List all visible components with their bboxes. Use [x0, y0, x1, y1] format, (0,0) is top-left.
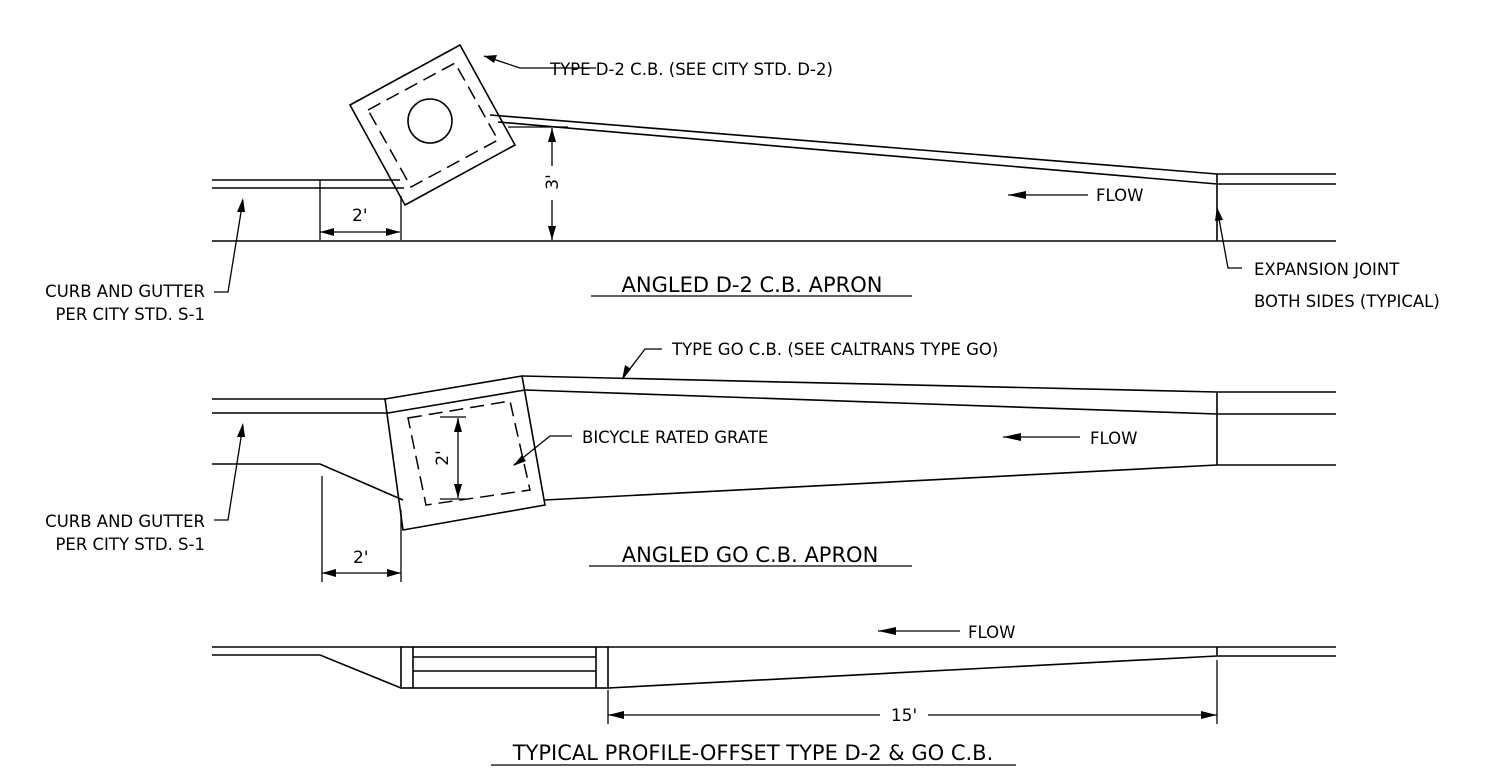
go-cb-leader-arrow — [622, 365, 631, 380]
profile-view: FLOW 15' TYPICAL PROFILE-OFFSET TYPE D-2… — [212, 623, 1336, 766]
go-apron-view: 2' 2' FLOW TYPE GO C.B. (SEE CALTRANS TY… — [45, 340, 1336, 582]
go-cb-leader — [622, 348, 662, 379]
d2-joint-leader-arrow — [1215, 207, 1223, 221]
d2-apron-line-top — [489, 114, 1218, 175]
d2-curb-leader-arrow — [237, 198, 245, 212]
d2-apron-line-bottom — [497, 121, 1218, 185]
d2-cb-leader — [483, 55, 596, 69]
d2-curb-label-line2: PER CITY STD. S-1 — [55, 305, 205, 324]
profile-apron-bottom — [607, 655, 1218, 689]
profile-dim-arrow-right — [1201, 711, 1217, 719]
d2-catch-basin-opening — [407, 98, 453, 144]
go-apron-line-mid — [524, 389, 1218, 415]
d2-flow-label: FLOW — [1096, 186, 1143, 205]
d2-dim-horizontal-label: 2' — [352, 206, 368, 226]
d2-dim-vertical-label: 3' — [543, 174, 563, 190]
d2-curb-leader — [214, 199, 244, 293]
profile-left-line-bottom — [212, 654, 402, 689]
d2-dim2-arrow-left — [320, 228, 334, 236]
d2-cb-leader-arrow — [484, 55, 497, 63]
go-grate-leader-arrow — [513, 455, 526, 466]
go-grate-label: BICYCLE RATED GRATE — [582, 428, 768, 447]
d2-dim3-arrow-top — [548, 128, 556, 142]
d2-view-title: ANGLED D-2 C.B. APRON — [622, 273, 883, 297]
profile-view-title: TYPICAL PROFILE-OFFSET TYPE D-2 & GO C.B… — [512, 741, 994, 765]
d2-catch-basin-label: TYPE D-2 C.B. (SEE CITY STD. D-2) — [549, 60, 833, 79]
go-dim2-arrow-right — [387, 569, 401, 577]
d2-joint-label-line1: EXPANSION JOINT — [1254, 260, 1400, 279]
go-curb-label-line2: PER CITY STD. S-1 — [55, 535, 205, 554]
go-grate-dim-arrow-bot — [454, 484, 462, 498]
d2-joint-leader — [1216, 207, 1242, 269]
go-catch-basin-outline — [384, 375, 546, 531]
profile-dim-arrow-left — [608, 711, 624, 719]
go-catch-basin-inner-top — [387, 389, 526, 414]
go-view-title: ANGLED GO C.B. APRON — [622, 543, 879, 567]
go-curb-leader-arrow — [237, 423, 245, 437]
go-curb-label-line1: CURB AND GUTTER — [45, 512, 205, 531]
profile-flow-arrowhead — [878, 627, 896, 635]
d2-joint-label-line2: BOTH SIDES (TYPICAL) — [1254, 292, 1440, 311]
go-dim2-arrow-left — [322, 569, 336, 577]
go-dim-grate-label: 2' — [433, 450, 453, 466]
go-apron-line-bottom — [544, 464, 1218, 501]
d2-dim2-arrow-right — [386, 228, 400, 236]
go-flow-arrowhead — [1003, 433, 1021, 441]
profile-basin-outer — [400, 646, 609, 689]
d2-catch-basin-inner-dashed — [366, 61, 500, 189]
d2-catch-basin-outline — [348, 43, 517, 207]
go-grate-dim-arrow-top — [454, 418, 462, 432]
profile-dim-length-label: 15' — [891, 706, 917, 726]
go-gutter-line — [212, 463, 404, 501]
d2-curb-label-line1: CURB AND GUTTER — [45, 282, 205, 301]
d2-apron-view: 2' 3' FLOW TYPE D-2 C.B. (SEE CITY STD. … — [45, 43, 1440, 324]
profile-flow-label: FLOW — [968, 623, 1015, 642]
go-dim-horizontal-label: 2' — [353, 548, 369, 568]
go-apron-line-top — [521, 375, 1218, 393]
go-grate-leader — [513, 435, 572, 466]
d2-dim3-arrow-bottom — [548, 226, 556, 240]
go-curb-leader — [214, 424, 244, 521]
go-catch-basin-label: TYPE GO C.B. (SEE CALTRANS TYPE GO) — [671, 340, 998, 359]
go-flow-label: FLOW — [1090, 429, 1137, 448]
go-grate-dashed — [407, 400, 531, 506]
d2-flow-arrowhead — [1008, 191, 1026, 199]
